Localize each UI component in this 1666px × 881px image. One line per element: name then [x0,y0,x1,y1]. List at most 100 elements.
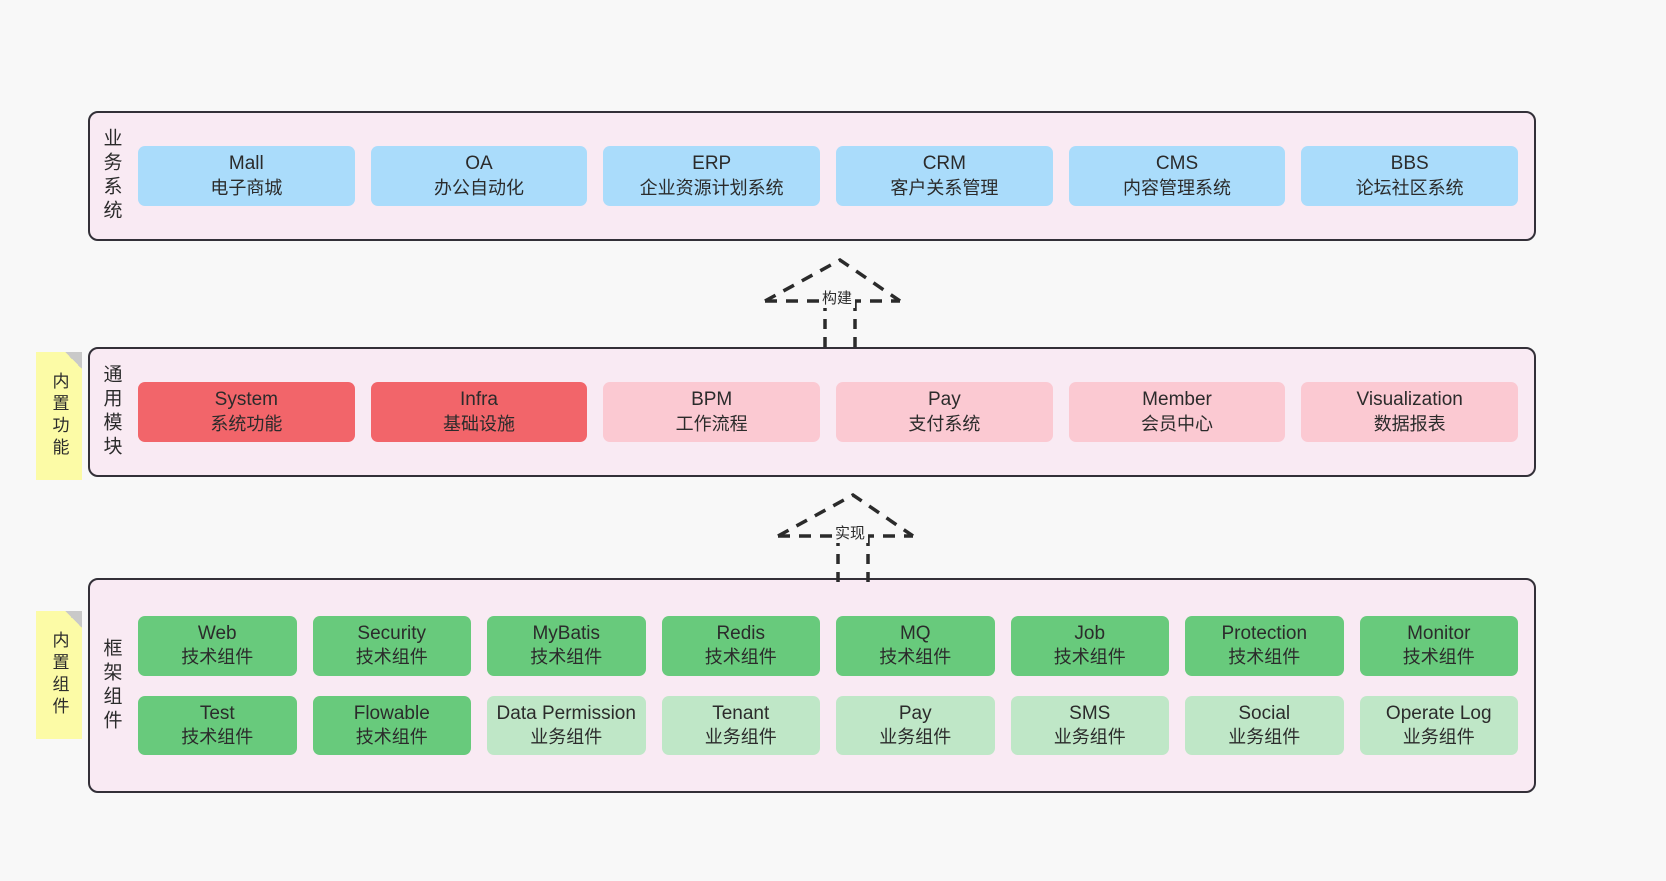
card-bbs[interactable]: BBS 论坛社区系统 [1301,146,1519,206]
card-title: Tenant [712,702,770,724]
arrow-stem [823,301,857,350]
card-title: Flowable [353,702,430,724]
arrow-head-triangle [777,492,914,538]
card-row: System 系统功能 Infra 基础设施 BPM 工作流程 Pay 支付系统… [138,382,1519,442]
connector-build: 构建 [757,257,907,350]
card-title: Visualization [1356,389,1463,411]
card-title: Pay [898,702,932,724]
card-job[interactable]: Job 技术组件 [1010,616,1169,676]
layer-body-business-system: Mall 电子商城 OA 办公自动化 ERP 企业资源计划系统 CRM 客户关系… [132,113,1534,239]
arrow-head-triangle [764,257,901,303]
card-erp[interactable]: ERP 企业资源计划系统 [603,146,821,206]
card-social[interactable]: Social 业务组件 [1185,695,1344,755]
card-security[interactable]: Security 技术组件 [312,616,471,676]
card-oa[interactable]: OA 办公自动化 [370,146,588,206]
card-mybatis[interactable]: MyBatis 技术组件 [487,616,646,676]
layer-label-common-module: 通用模块 [100,364,122,460]
card-system[interactable]: System 系统功能 [138,382,355,442]
card-title: Web [197,623,237,645]
card-web[interactable]: Web 技术组件 [138,616,297,676]
card-title: Social [1238,702,1291,724]
card-title: System [214,389,279,411]
card-title: Security [357,623,427,645]
card-title: MQ [899,623,931,645]
card-member[interactable]: Member 会员中心 [1068,382,1286,442]
card-subtitle: 客户关系管理 [890,177,999,198]
sticky-note-label: 内置功能 [49,372,69,460]
card-protection[interactable]: Protection 技术组件 [1185,616,1344,676]
card-subtitle: 技术组件 [181,647,254,668]
card-subtitle: 会员中心 [1141,413,1214,434]
card-cms[interactable]: CMS 内容管理系统 [1068,146,1286,206]
card-subtitle: 数据报表 [1373,413,1446,434]
card-title: CMS [1155,153,1199,175]
card-title: Monitor [1407,623,1471,645]
arrow-stem [836,536,870,585]
card-subtitle: 业务组件 [1053,726,1126,747]
card-subtitle: 论坛社区系统 [1355,177,1464,198]
card-title: Operate Log [1385,702,1492,724]
card-mall[interactable]: Mall 电子商城 [138,146,355,206]
card-subtitle: 技术组件 [355,726,428,747]
card-title: Test [199,702,235,724]
card-subtitle: 技术组件 [530,647,603,668]
card-title: Redis [716,623,766,645]
card-bpm[interactable]: BPM 工作流程 [603,382,821,442]
card-mq[interactable]: MQ 技术组件 [836,616,995,676]
card-test[interactable]: Test 技术组件 [138,695,297,755]
card-title: Infra [459,389,499,411]
card-subtitle: 业务组件 [530,726,603,747]
sticky-note-builtin-component: 内置组件 [36,611,82,739]
card-subtitle: 技术组件 [181,726,254,747]
card-monitor[interactable]: Monitor 技术组件 [1359,616,1518,676]
card-subtitle: 电子商城 [210,177,283,198]
card-title: Member [1142,389,1212,411]
card-data-permission[interactable]: Data Permission 业务组件 [487,695,646,755]
card-visualization[interactable]: Visualization 数据报表 [1301,382,1519,442]
card-title: Mall [228,153,264,175]
card-title: Job [1074,623,1106,645]
layer-label-business-system: 业务系统 [100,128,122,224]
card-subtitle: 技术组件 [1053,647,1126,668]
card-subtitle: 基础设施 [443,413,515,434]
card-operate-log[interactable]: Operate Log 业务组件 [1359,695,1518,755]
card-title: MyBatis [532,623,601,645]
card-subtitle: 业务组件 [704,726,777,747]
card-subtitle: 企业资源计划系统 [639,177,784,198]
card-pay-component[interactable]: Pay 业务组件 [836,695,995,755]
layer-body-framework-component: Web 技术组件 Security 技术组件 MyBatis 技术组件 Redi… [132,580,1534,791]
card-subtitle: 技术组件 [879,647,952,668]
card-title: CRM [922,153,966,175]
card-row: Test 技术组件 Flowable 技术组件 Data Permission … [138,695,1518,755]
card-infra[interactable]: Infra 基础设施 [370,382,588,442]
card-title: OA [465,153,493,175]
card-subtitle: 业务组件 [1402,726,1475,747]
card-subtitle: 技术组件 [355,647,428,668]
card-subtitle: 技术组件 [1228,647,1301,668]
layer-body-common-module: System 系统功能 Infra 基础设施 BPM 工作流程 Pay 支付系统… [132,349,1534,475]
connector-label-build: 构建 [819,287,856,308]
layer-label-framework-component: 框架组件 [100,637,122,734]
layer-business-system: 业务系统 Mall 电子商城 OA 办公自动化 ERP 企业资源计划系统 CRM… [88,111,1536,241]
layer-common-module: 通用模块 System 系统功能 Infra 基础设施 BPM 工作流程 Pay… [88,347,1536,477]
card-tenant[interactable]: Tenant 业务组件 [661,695,820,755]
card-redis[interactable]: Redis 技术组件 [661,616,820,676]
layer-framework-component: 框架组件 Web 技术组件 Security 技术组件 MyBatis 技术组件… [88,578,1536,793]
card-subtitle: 工作流程 [675,413,748,434]
connector-implement: 实现 [770,492,920,585]
card-crm[interactable]: CRM 客户关系管理 [836,146,1053,206]
card-flowable[interactable]: Flowable 技术组件 [312,695,471,755]
card-subtitle: 技术组件 [1402,647,1475,668]
card-title: ERP [692,153,732,175]
card-title: SMS [1069,702,1111,724]
card-title: Data Permission [496,702,636,724]
card-title: Pay [927,389,961,411]
card-pay-module[interactable]: Pay 支付系统 [836,382,1053,442]
card-sms[interactable]: SMS 业务组件 [1010,695,1169,755]
card-title: BBS [1390,153,1429,175]
card-subtitle: 业务组件 [1228,726,1301,747]
card-row: Web 技术组件 Security 技术组件 MyBatis 技术组件 Redi… [138,616,1518,676]
sticky-note-label: 内置组件 [49,631,69,719]
card-subtitle: 系统功能 [210,413,283,434]
